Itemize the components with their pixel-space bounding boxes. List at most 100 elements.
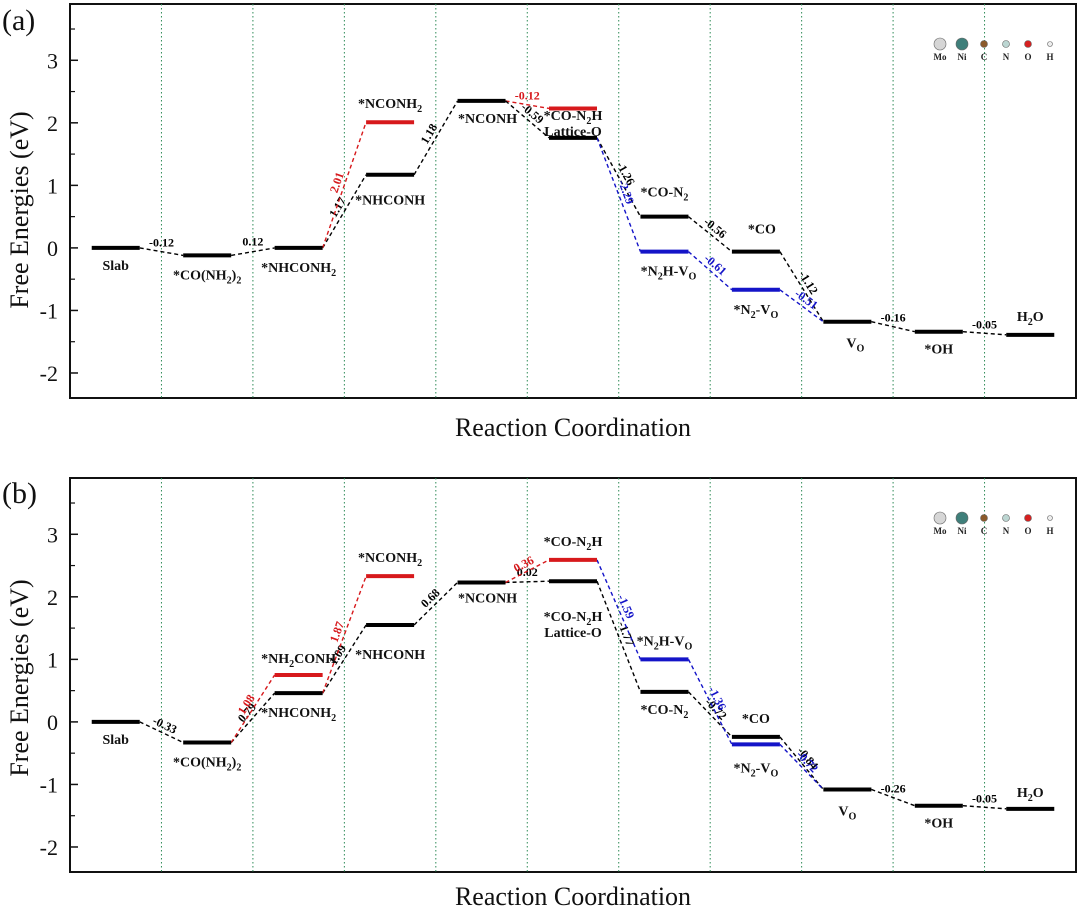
legend-swatch xyxy=(1047,41,1053,47)
state-label: *N2-VO xyxy=(734,761,779,779)
step-connector xyxy=(139,247,184,257)
step-connector xyxy=(505,559,550,584)
step-connector xyxy=(413,100,459,176)
legend-label: C xyxy=(981,526,988,536)
legend-label: Mo xyxy=(934,526,947,536)
state-label: *NCONH xyxy=(458,591,517,606)
state-label: *OH xyxy=(924,343,953,358)
legend-swatch xyxy=(955,37,969,51)
legend-swatch xyxy=(1024,40,1032,48)
step-connector xyxy=(596,137,642,217)
y-tick-label: 1 xyxy=(47,173,58,198)
step-connector xyxy=(230,674,276,743)
state-label: *NCONH xyxy=(458,112,517,127)
state-label: *CO xyxy=(742,712,770,727)
state-label: VO xyxy=(846,337,864,355)
step-connector xyxy=(231,247,275,257)
legend-swatch xyxy=(980,40,988,48)
y-tick-label: -1 xyxy=(40,298,58,323)
legend-label: H xyxy=(1046,52,1053,62)
legend-swatch xyxy=(980,514,988,522)
state-label: H2O xyxy=(1017,786,1044,804)
state-label: *NHCONH2 xyxy=(261,706,336,724)
step-connector xyxy=(596,580,642,693)
state-label: *CO-N2H xyxy=(544,610,603,628)
state-label: *N2H-VO xyxy=(637,634,693,652)
plot-frame xyxy=(69,3,1077,399)
step-value-label: -0.33 xyxy=(151,713,180,736)
plot-frame xyxy=(69,477,1077,873)
state-label: *NHCONH xyxy=(355,194,425,209)
state-label: *CO-N2H xyxy=(544,109,603,127)
legend-label: Mo xyxy=(934,52,947,62)
state-label: Slab xyxy=(102,733,129,748)
state-label: Slab xyxy=(102,259,129,274)
step-connector xyxy=(688,216,733,253)
legend-label: H xyxy=(1046,526,1053,536)
state-label: Lattice-O xyxy=(544,125,602,140)
x-axis-title: Reaction Coordination xyxy=(455,882,691,911)
step-value-label: -0.61 xyxy=(701,251,729,278)
legend-label: C xyxy=(981,52,988,62)
state-label: *NHCONH2 xyxy=(261,261,336,279)
legend-label: Ni xyxy=(958,52,967,62)
step-connector xyxy=(505,580,550,584)
step-value-label: 1.17 xyxy=(326,195,349,220)
step-connector xyxy=(962,331,1007,336)
step-connector xyxy=(322,174,367,249)
y-tick-label: -2 xyxy=(40,835,58,860)
step-value-label: -0.12 xyxy=(515,89,540,103)
y-tick-label: -1 xyxy=(40,772,58,797)
y-tick-label: 0 xyxy=(47,236,58,261)
step-connector xyxy=(779,289,824,323)
state-label: *NCONH2 xyxy=(358,97,422,115)
step-value-label: -0.05 xyxy=(972,791,997,805)
legend-swatch xyxy=(1047,515,1053,521)
y-tick-label: 1 xyxy=(47,647,58,672)
legend-label: N xyxy=(1003,526,1010,536)
step-value-label: 0.12 xyxy=(242,235,263,249)
step-connector xyxy=(321,121,367,249)
state-label: *NCONH2 xyxy=(358,551,422,569)
panel-letter: (b) xyxy=(2,477,37,510)
step-value-label: -0.12 xyxy=(149,236,174,250)
step-value-label: -0.05 xyxy=(972,317,997,331)
state-label: *NHCONH xyxy=(355,648,425,663)
legend-label: O xyxy=(1024,526,1031,536)
state-label: H2O xyxy=(1017,310,1044,328)
legend-label: O xyxy=(1024,52,1031,62)
state-label: *CO-N2H xyxy=(544,535,603,553)
step-connector xyxy=(413,581,459,626)
y-tick-label: 2 xyxy=(47,111,58,136)
step-value-label: 0.68 xyxy=(418,586,443,611)
state-label: *CO-N2 xyxy=(641,703,689,721)
y-tick-label: 3 xyxy=(47,48,58,73)
state-label: *OH xyxy=(924,817,953,832)
state-label: VO xyxy=(838,804,856,822)
step-connector xyxy=(779,736,824,790)
y-tick-label: 3 xyxy=(47,522,58,547)
state-label: *CO(NH2)2 xyxy=(173,756,241,774)
step-value-label: -0.56 xyxy=(701,215,729,242)
state-label: *CO xyxy=(748,223,776,238)
y-axis-title: Free Energies (eV) xyxy=(5,579,34,776)
step-connector xyxy=(871,321,915,333)
y-axis-title: Free Energies (eV) xyxy=(5,111,34,308)
legend-swatch xyxy=(1002,40,1010,48)
state-label: *CO(NH2)2 xyxy=(173,268,241,286)
step-value-label: 1.87 xyxy=(327,620,347,645)
state-label: *NH2CONH xyxy=(261,652,336,670)
step-connector xyxy=(230,692,276,744)
step-connector xyxy=(687,659,733,745)
step-connector xyxy=(596,137,642,252)
legend-swatch xyxy=(933,511,947,525)
legend-swatch xyxy=(1024,514,1032,522)
y-tick-label: 0 xyxy=(47,710,58,735)
state-label: *N2H-VO xyxy=(641,265,697,283)
step-connector xyxy=(779,743,824,790)
step-connector xyxy=(962,805,1007,810)
